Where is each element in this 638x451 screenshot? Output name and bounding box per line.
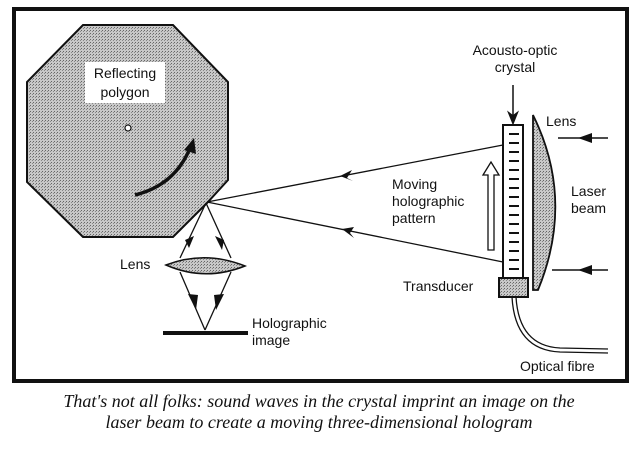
crystal-label-line2: crystal: [494, 59, 536, 75]
lower-lens: [164, 257, 248, 275]
polygon-label-line1: Reflecting: [93, 65, 157, 81]
lens-label-left: Lens: [120, 256, 151, 272]
lens-label-right: Lens: [546, 113, 577, 129]
beam-upper: [206, 144, 504, 203]
caption-line2: laser beam to create a moving three-dime…: [105, 412, 533, 432]
image-label-line2: image: [252, 332, 291, 348]
pattern-label-line3: pattern: [392, 210, 436, 226]
laser-label-line2: beam: [571, 200, 607, 216]
caption-line1: That's not all folks: sound waves in the…: [63, 391, 575, 411]
optical-fibre: [511, 296, 609, 354]
rotation-arrow: [134, 147, 192, 197]
fibre-label: Optical fibre: [520, 358, 595, 374]
crystal-label-line1: Acousto-optic: [472, 42, 558, 58]
pattern-label-line1: Moving: [392, 176, 438, 192]
polygon-center: [124, 124, 132, 132]
image-label-line1: Holographic: [252, 315, 327, 331]
transducer-label: Transducer: [403, 278, 474, 294]
pattern-label-line2: holographic: [392, 193, 465, 209]
transducer: [498, 277, 529, 298]
right-lens: [532, 114, 557, 291]
polygon-label-line2: polygon: [100, 84, 150, 100]
beam-lower: [206, 201, 504, 263]
frame: [12, 7, 629, 383]
hollow-up-arrow: [481, 160, 501, 251]
laser-label-line1: Laser: [571, 183, 607, 199]
acousto-optic-crystal: [502, 124, 524, 279]
